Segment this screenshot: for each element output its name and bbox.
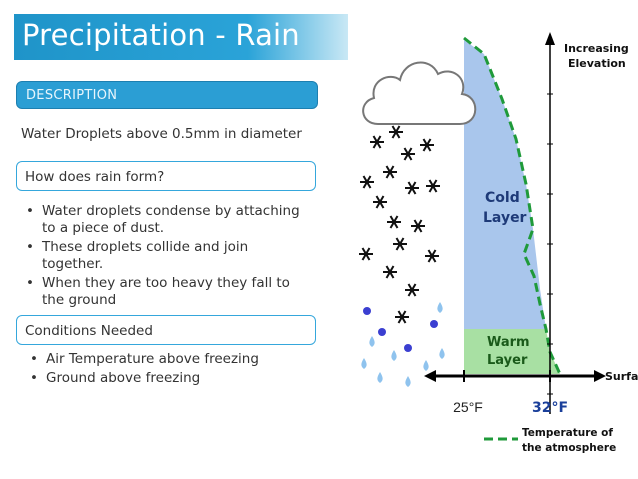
cold-layer-label-line1: Cold xyxy=(485,190,520,206)
tick-32f: 32°F xyxy=(532,400,568,416)
list-item: Air Temperature above freezing xyxy=(26,351,316,368)
conditions-list: Air Temperature above freezing Ground ab… xyxy=(26,351,316,389)
legend-line2: the atmosphere xyxy=(522,442,616,454)
list-item: These droplets collide and join together… xyxy=(22,239,312,273)
conditions-label: Conditions Needed xyxy=(25,323,153,339)
surface-arrow-left-icon xyxy=(424,370,436,382)
title-bar xyxy=(14,14,348,60)
how-rain-forms-label: How does rain form? xyxy=(25,169,165,185)
tick-25f: 25°F xyxy=(453,399,483,415)
axis-label-line1: Increasing xyxy=(564,42,629,55)
list-item: Ground above freezing xyxy=(26,370,316,387)
list-item: Water droplets condense by attaching to … xyxy=(22,203,312,237)
axis-arrow-up-icon xyxy=(545,32,555,45)
surface-arrow-right-icon xyxy=(594,370,606,382)
axis-ticks xyxy=(547,93,553,395)
cloud-icon xyxy=(362,61,477,125)
warm-layer-label-line2: Layer xyxy=(487,353,528,368)
cold-layer-region xyxy=(464,40,546,329)
warm-layer-region xyxy=(464,329,560,374)
legend-line1: Temperature of xyxy=(522,427,613,439)
how-rain-forms-header: How does rain form? xyxy=(16,161,316,191)
description-header-label: DESCRIPTION xyxy=(26,88,118,103)
rain-formation-diagram: Increasing Elevation Cold Layer Warm Lay… xyxy=(358,32,638,454)
slide-title: Precipitation - Rain xyxy=(22,18,300,52)
warm-layer-label-line1: Warm xyxy=(487,335,530,350)
surface-label: Surface xyxy=(605,370,638,383)
cold-layer-label-line2: Layer xyxy=(483,210,527,226)
description-text: Water Droplets above 0.5mm in diameter xyxy=(21,126,302,142)
list-item: When they are too heavy they fall to the… xyxy=(22,275,312,309)
description-header: DESCRIPTION xyxy=(16,81,318,109)
conditions-header: Conditions Needed xyxy=(16,315,316,345)
axis-label-line2: Elevation xyxy=(568,57,626,70)
how-rain-forms-list: Water droplets condense by attaching to … xyxy=(22,203,312,311)
